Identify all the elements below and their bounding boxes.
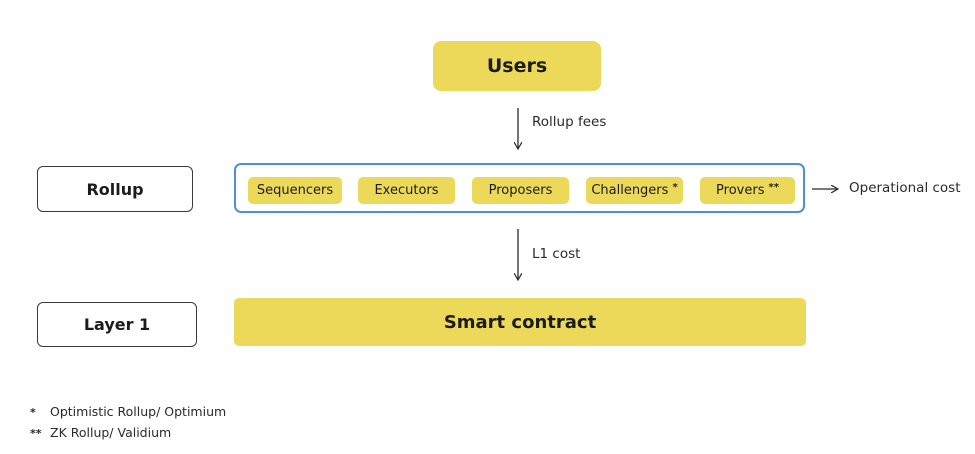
rollup-fees-label: Rollup fees: [532, 114, 607, 130]
role-chip-proposers: Proposers: [472, 177, 569, 204]
footnote-zk: ** ZK Rollup/ Validium: [30, 425, 171, 440]
footnote-text: ZK Rollup/ Validium: [50, 425, 172, 440]
footnote-symbol: *: [30, 406, 36, 419]
role-label: Challengers: [591, 183, 669, 198]
role-chip-provers: Provers **: [700, 177, 795, 204]
operational-cost-label: Operational cost: [849, 180, 961, 196]
role-chip-sequencers: Sequencers: [248, 177, 342, 204]
l1-cost-label: L1 cost: [532, 246, 581, 262]
zk-footnote-mark: **: [768, 182, 779, 193]
rollup-label-box: Rollup: [37, 166, 193, 212]
role-label: Sequencers: [256, 183, 334, 198]
footnote-symbol: **: [30, 427, 42, 440]
role-label: Provers: [716, 183, 765, 198]
users-node: Users: [433, 41, 601, 91]
optimistic-footnote-mark: *: [672, 182, 678, 193]
role-label: Executors: [374, 183, 439, 198]
layer1-label-box: Layer 1: [37, 302, 197, 347]
footnote-optimistic: * Optimistic Rollup/ Optimium: [30, 404, 226, 419]
role-chip-challengers: Challengers *: [586, 177, 683, 204]
role-label: Proposers: [488, 183, 553, 198]
footnote-text: Optimistic Rollup/ Optimium: [50, 404, 227, 419]
smart-contract-node: Smart contract: [234, 298, 806, 346]
role-chip-executors: Executors: [358, 177, 455, 204]
